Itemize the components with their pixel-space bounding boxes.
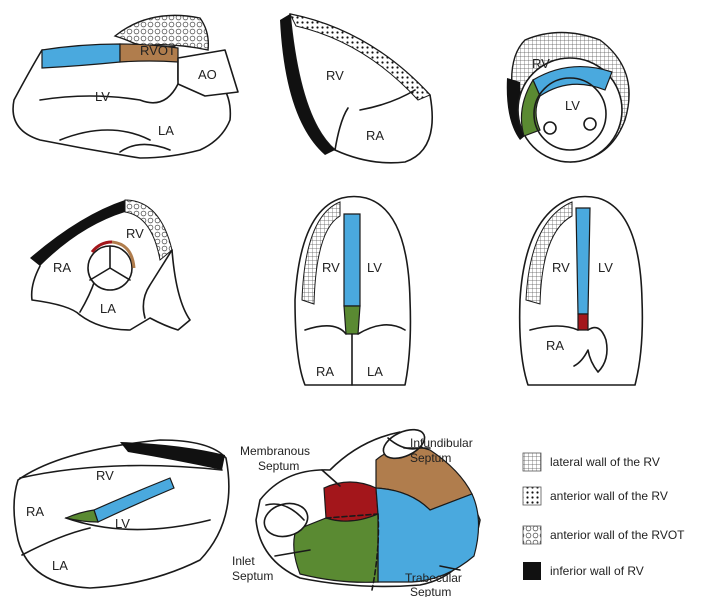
subcostal-la-label: LA <box>52 558 68 573</box>
a5c-view: RV LV RA <box>520 197 643 386</box>
anterior-wall-pattern-icon <box>523 487 541 505</box>
legend-lateral-wall-label: lateral wall of the RV <box>550 455 660 469</box>
inlet-label-2: Septum <box>232 569 273 583</box>
aortic-sax-rv-label: RV <box>126 226 144 241</box>
subcostal-ra-label: RA <box>26 504 44 519</box>
plax-lv-label: LV <box>95 89 110 104</box>
a5c-septum-red <box>578 314 588 330</box>
psax-lv-label: LV <box>565 98 580 113</box>
plax-view: LV LA AO RVOT <box>13 15 238 158</box>
a4c-la-label: LA <box>367 364 383 379</box>
inferior-wall-pattern-icon <box>523 562 541 580</box>
a4c-rv-label: RV <box>322 260 340 275</box>
a5c-rv-label: RV <box>552 260 570 275</box>
plax-ao-label: AO <box>198 67 217 82</box>
a5c-septum-blue <box>576 208 590 314</box>
aortic-sax-la-label: LA <box>100 301 116 316</box>
plax-la-label: LA <box>158 123 174 138</box>
legend: lateral wall of the RV anterior wall of … <box>523 453 685 580</box>
legend-rvot-wall-label: anterior wall of the RVOT <box>550 528 685 542</box>
legend-anterior-wall-label: anterior wall of the RV <box>550 489 668 503</box>
rv-inflow-view: RV RA <box>280 14 432 163</box>
membranous-label-1: Membranous <box>240 444 310 458</box>
subcostal-lv-label: LV <box>115 516 130 531</box>
psax-rv-label: RV <box>532 56 550 71</box>
lateral-wall-pattern-icon <box>523 453 541 471</box>
subcostal-rv-label: RV <box>96 468 114 483</box>
subcostal-view: RV RA LV LA <box>14 440 229 588</box>
a4c-view: RV LV RA LA <box>295 197 410 386</box>
rv-inflow-ra-label: RA <box>366 128 384 143</box>
a5c-ra-label: RA <box>546 338 564 353</box>
infundibular-label-1: Infundibular <box>410 436 473 450</box>
legend-inferior-wall-label: inferior wall of RV <box>550 564 644 578</box>
aortic-sax-ra-label: RA <box>53 260 71 275</box>
aortic-sax-view: RA RV LA <box>30 200 190 330</box>
rv-inflow-rv-label: RV <box>326 68 344 83</box>
a4c-septum-blue <box>344 214 360 306</box>
membranous-label-2: Septum <box>258 459 299 473</box>
trabecular-label-2: Septum <box>410 585 451 597</box>
a4c-ra-label: RA <box>316 364 334 379</box>
psax-view: RV LV <box>507 33 629 163</box>
inlet-label-1: Inlet <box>232 554 255 568</box>
a4c-septum-green <box>344 306 360 334</box>
a5c-lv-label: LV <box>598 260 613 275</box>
a4c-lv-label: LV <box>367 260 382 275</box>
trabecular-label-1: Trabecular <box>405 571 462 585</box>
plax-rvot-label: RVOT <box>140 43 176 58</box>
infundibular-label-2: Septum <box>410 451 451 465</box>
rvot-wall-pattern-icon <box>523 526 541 544</box>
septum-3d-view: Membranous Septum Infundibular Septum In… <box>232 424 480 597</box>
